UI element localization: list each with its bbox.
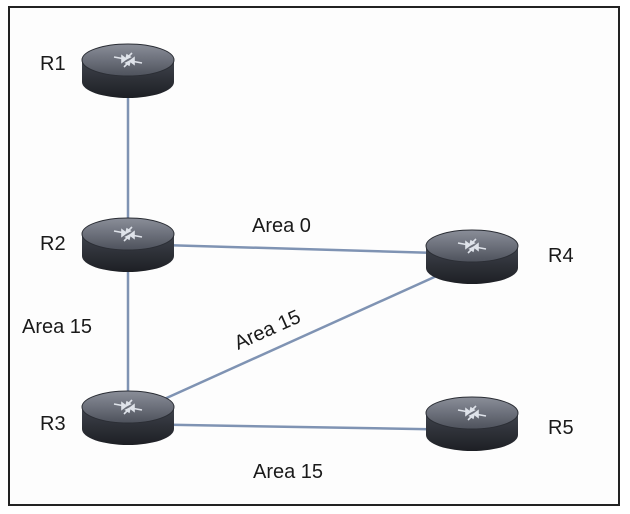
- link-r3-r4: [139, 258, 473, 412]
- router-icon: [81, 43, 175, 99]
- link-label-r3-r4: Area 15: [231, 306, 304, 355]
- link-r3-r5: [127, 422, 473, 432]
- router-r1[interactable]: [81, 43, 175, 99]
- router-label-r3: R3: [40, 413, 66, 435]
- router-label-r2: R2: [40, 233, 66, 255]
- router-icon: [81, 217, 175, 273]
- router-icon: [81, 390, 175, 446]
- router-r2[interactable]: [81, 217, 175, 273]
- router-label-r1: R1: [40, 53, 66, 75]
- router-r4[interactable]: [425, 229, 519, 285]
- router-icon: [425, 396, 519, 452]
- router-icon: [425, 229, 519, 285]
- router-label-r4: R4: [548, 245, 574, 267]
- router-r3[interactable]: [81, 390, 175, 446]
- router-label-r5: R5: [548, 417, 574, 439]
- router-r5[interactable]: [425, 396, 519, 452]
- link-r2-r4: [127, 242, 473, 256]
- link-label-r3-r5: Area 15: [253, 461, 323, 483]
- link-label-r2-r3: Area 15: [22, 316, 92, 338]
- link-label-r2-r4: Area 0: [252, 215, 311, 237]
